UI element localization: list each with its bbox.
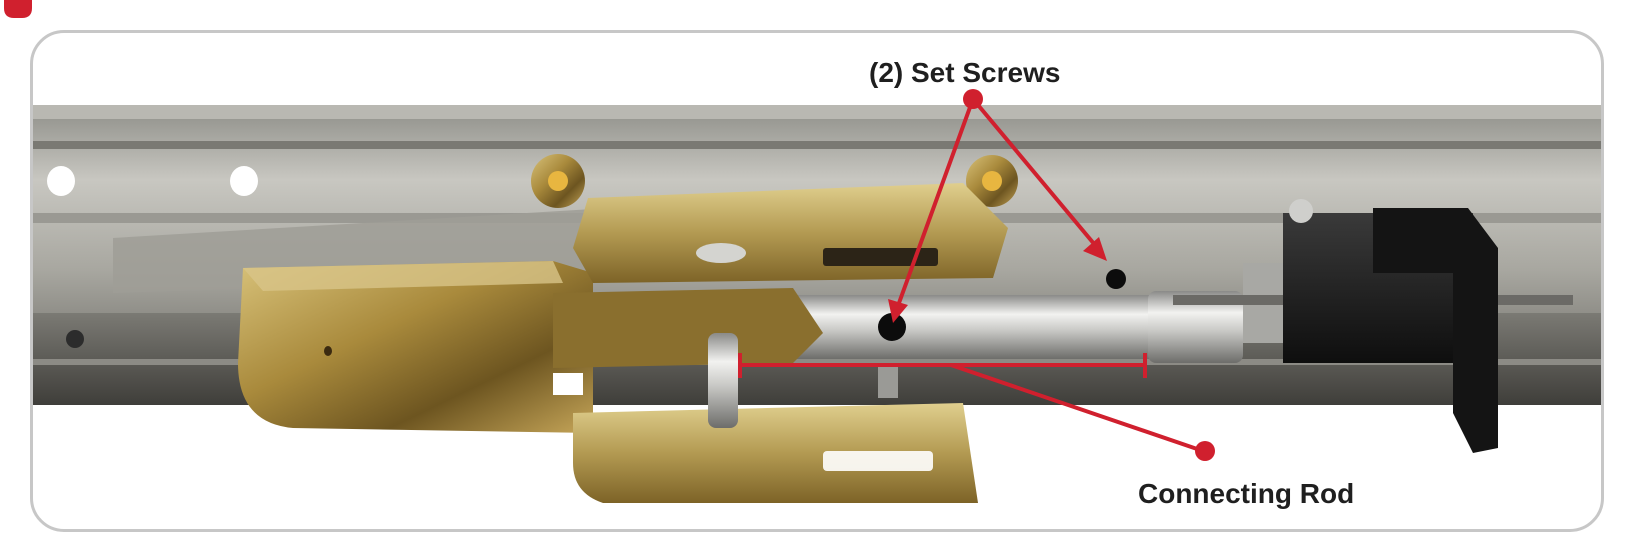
connecting-rod-label: Connecting Rod: [1138, 478, 1355, 509]
set-screws-label: (2) Set Screws: [869, 57, 1061, 88]
hardware-photo: [33, 105, 1601, 503]
step-number-badge: [0, 0, 36, 18]
photo-frame: [30, 30, 1604, 532]
